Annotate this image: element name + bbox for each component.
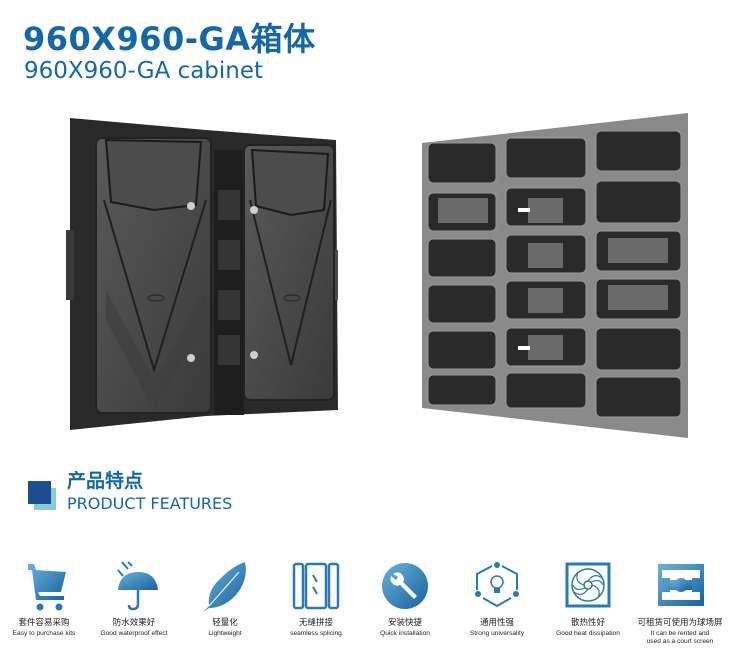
feature-item: 可租赁可使用为球场屏 It can be rented and used as …	[632, 560, 728, 646]
cabinet-front-image	[66, 118, 338, 430]
feature-title-cn: 无缝拼接	[298, 617, 333, 627]
feature-title-en-line2: used as a court screen	[646, 637, 714, 645]
feature-title-cn: 轻量化	[212, 617, 238, 627]
feature-title-en: Lightweight	[208, 630, 242, 637]
feature-title-cn: 散热性好	[570, 617, 605, 627]
feature-title-cn: 套件容易采购	[18, 617, 70, 627]
feature-title-cn: 安装快捷	[387, 617, 422, 627]
feature-item: 无缝拼接 seamless splicing	[270, 560, 362, 638]
feature-title-en: Quick installation	[380, 630, 430, 637]
feature-title-en: It can be rented and	[650, 630, 710, 637]
feather-icon	[203, 562, 246, 612]
accent-square-dark	[28, 481, 51, 504]
features-heading-en: PRODUCT FEATURES	[67, 494, 233, 513]
features-heading-cn: 产品特点	[67, 470, 144, 492]
fan-icon	[565, 562, 611, 608]
cabinet-back-image	[422, 113, 688, 438]
feature-item: 安装快捷 Quick installation	[359, 560, 451, 638]
feature-title-cn: 可租赁可使用为球场屏	[637, 617, 723, 627]
page-title-cn: 960X960-GA箱体	[23, 20, 316, 58]
feature-title-en: Strong universality	[469, 630, 525, 637]
shopping-cart-icon	[28, 564, 66, 611]
feature-item: 通用性强 Strong universality	[451, 560, 543, 638]
feature-item: 防水效果好 Good waterproof effect	[88, 560, 180, 638]
court-screen-icon	[658, 564, 704, 606]
lightbulb-network-icon	[475, 562, 519, 608]
wrench-icon	[382, 563, 428, 609]
feature-title-en: Easy to purchase kits	[12, 630, 76, 637]
feature-title-cn: 通用性强	[479, 617, 514, 627]
page-title-en: 960X960-GA cabinet	[24, 58, 264, 84]
feature-item: 套件容易采购 Easy to purchase kits	[0, 560, 90, 638]
features-list: 套件容易采购 Easy to purchase kits 防水效果好 Good …	[0, 560, 737, 667]
feature-item: 轻量化 Lightweight	[179, 560, 271, 638]
feature-item: 散热性好 Good heat dissipation	[542, 560, 634, 638]
feature-title-cn: 防水效果好	[112, 617, 156, 627]
feature-title-en: seamless splicing	[290, 630, 342, 637]
umbrella-rain-icon	[117, 561, 158, 611]
seamless-splice-icon	[292, 562, 340, 610]
feature-title-en: Good waterproof effect	[100, 630, 168, 637]
feature-title-en: Good heat dissipation	[556, 630, 620, 637]
